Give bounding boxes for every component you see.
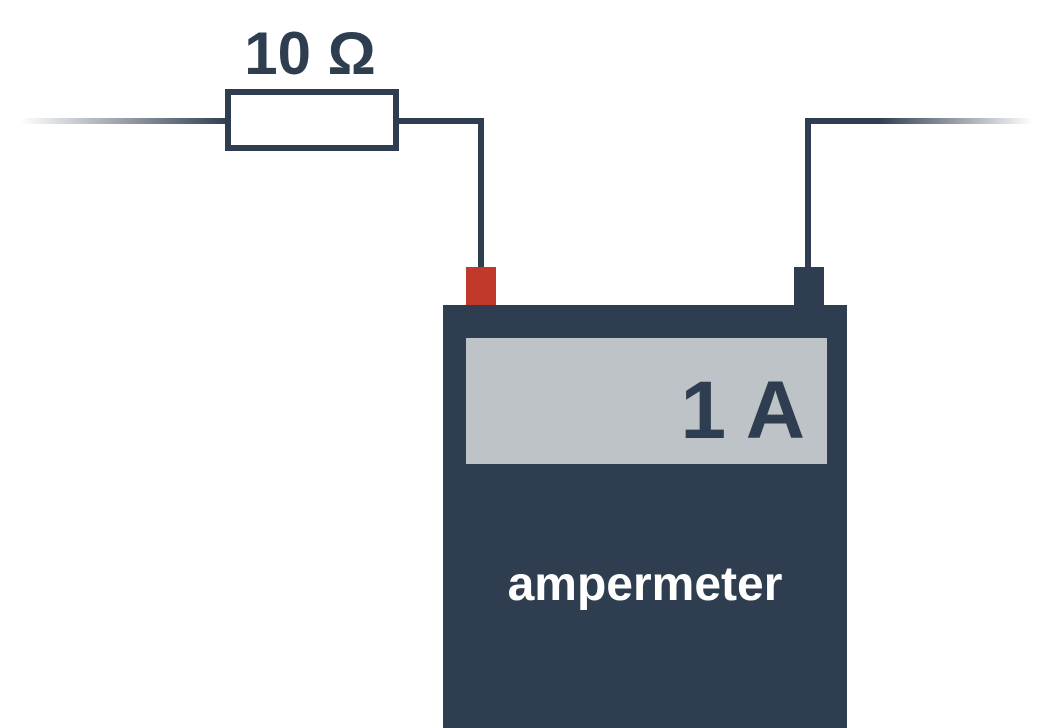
ammeter-reading: 1 A xyxy=(680,365,805,456)
wire-resistor-to-ammeter xyxy=(396,118,484,268)
right-wire-fade xyxy=(878,118,1033,124)
ammeter-name: ampermeter xyxy=(508,558,783,611)
negative-terminal xyxy=(794,267,824,307)
left-wire-fade xyxy=(20,118,230,124)
wire-ammeter-to-right xyxy=(805,118,880,268)
resistor-symbol xyxy=(225,89,399,151)
ammeter-display xyxy=(466,338,827,464)
resistor-label: 10 Ω xyxy=(244,20,376,87)
positive-terminal xyxy=(466,267,496,307)
